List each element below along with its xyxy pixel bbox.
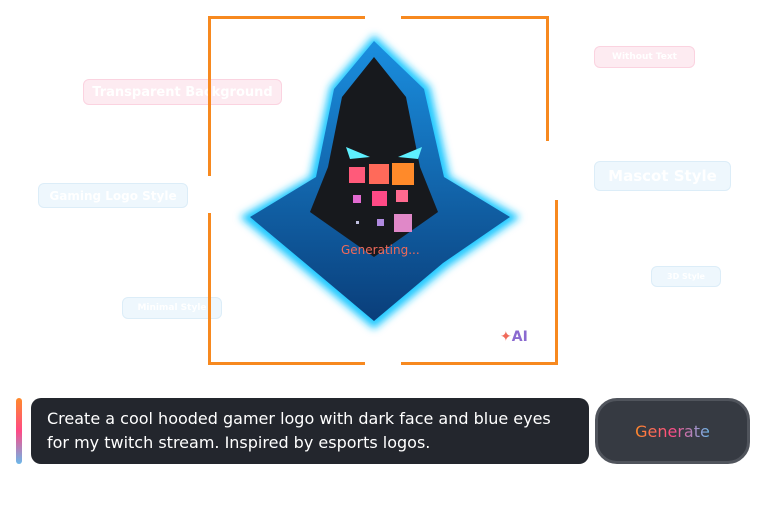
generate-button-label: Generate: [635, 421, 710, 441]
tag-3d-style[interactable]: 3D Style: [651, 266, 721, 287]
generate-button[interactable]: Generate: [595, 398, 750, 464]
frame-corner: [401, 362, 558, 365]
frame-corner: [555, 200, 558, 365]
tag-minimal-style[interactable]: Minimal Style: [122, 297, 222, 319]
frame-corner: [208, 16, 211, 176]
tag-gaming-logo-style[interactable]: Gaming Logo Style: [38, 183, 188, 208]
generating-status: Generating...: [341, 243, 420, 257]
frame-corner: [208, 213, 211, 365]
tag-without-text[interactable]: Without Text: [594, 46, 695, 68]
frame-corner: [401, 16, 549, 19]
prompt-input[interactable]: Create a cool hooded gamer logo with dar…: [31, 398, 589, 464]
frame-corner: [546, 16, 549, 141]
frame-corner: [208, 362, 365, 365]
tag-mascot-style[interactable]: Mascot Style: [594, 161, 731, 191]
pixel-squares: [349, 163, 414, 232]
prompt-accent-bar: [16, 398, 22, 464]
tag-transparent-background[interactable]: Transparent Background: [83, 79, 282, 105]
sparkle-icon: ✦: [500, 329, 512, 345]
ai-badge: ✦AI: [500, 329, 528, 345]
logo-preview-image: [240, 35, 520, 329]
frame-corner: [208, 16, 365, 19]
